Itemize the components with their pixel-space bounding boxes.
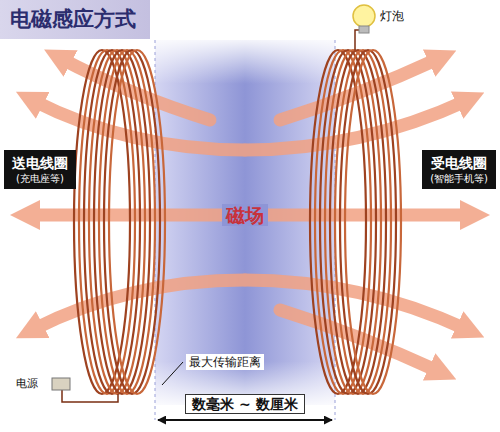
coil-winding (94, 50, 150, 394)
coil-label-box: 送电线圈(充电座等) (4, 150, 76, 189)
power-source (52, 378, 70, 390)
coil-winding (330, 50, 386, 394)
field-band (155, 40, 335, 405)
band-fade (155, 40, 335, 405)
receiving-coil (310, 50, 401, 394)
title-banner: 电磁感应方式 (0, 0, 150, 39)
light-bulb (353, 5, 375, 27)
coil-winding (335, 50, 391, 394)
distance-dimension: 数毫米 ~ 数厘米 (185, 394, 304, 415)
coil-winding (340, 50, 396, 394)
coil-name: 受电线圈 (430, 154, 488, 172)
power-wire (62, 390, 118, 402)
field-label: 磁场 (222, 204, 268, 227)
leader-line (162, 362, 183, 385)
coil-name: 送电线圈 (12, 154, 68, 172)
power-label: 电源 (16, 377, 38, 390)
bulb-label: 灯泡 (380, 9, 404, 23)
max-distance-label: 最大传输距离 (186, 354, 264, 370)
coil-label-box: 受电线圈(智能手机等) (422, 150, 496, 189)
dimension-arrow (158, 419, 332, 421)
coil-winding (104, 50, 160, 394)
coil-winding (99, 50, 155, 394)
sending-coil (74, 50, 165, 394)
coil-example: (智能手机等) (430, 172, 488, 185)
coil-example: (充电座等) (12, 172, 68, 185)
bulb-base (359, 26, 369, 33)
coil-winding (345, 50, 401, 394)
coil-winding (109, 50, 165, 394)
